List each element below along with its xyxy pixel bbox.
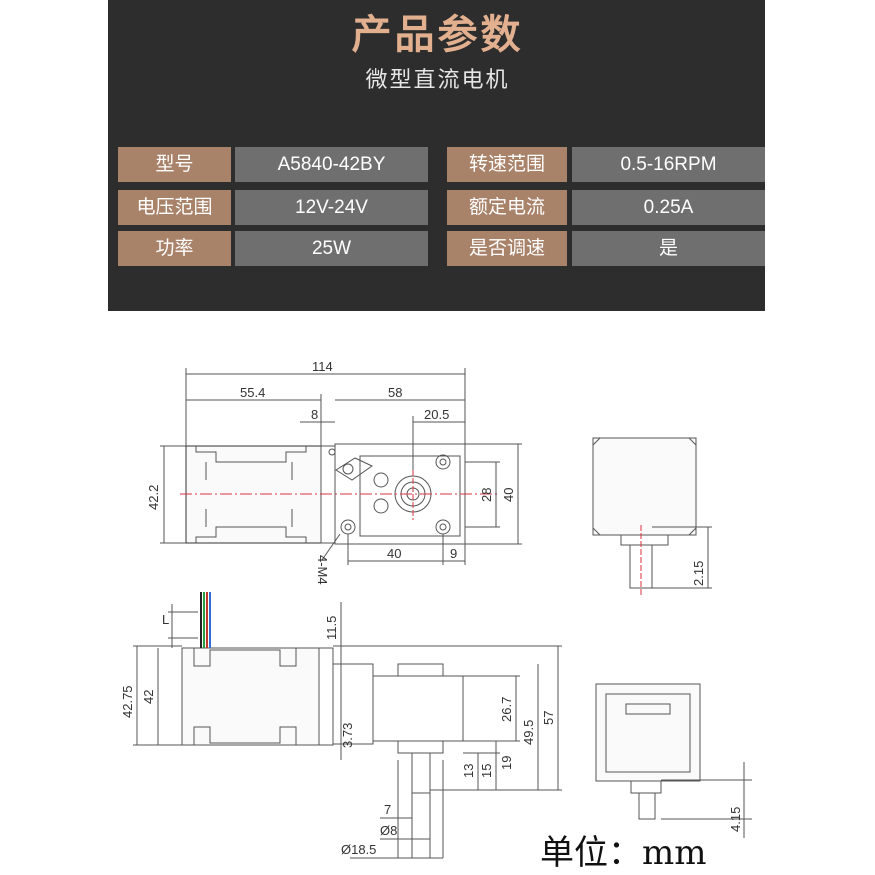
spec-label-adjustable: 是否调速 [447, 231, 567, 266]
dim-shaft-offset: 20.5 [424, 407, 449, 422]
dim-edge: 9 [450, 546, 457, 561]
dim-flange: 8 [311, 407, 318, 422]
page-title: 产品参数 [351, 12, 524, 58]
dim-26-7: 26.7 [499, 697, 514, 722]
dim-hole-horizontal: 40 [387, 546, 401, 561]
spec-label-current: 额定电流 [447, 190, 567, 225]
dim-57: 57 [541, 711, 556, 725]
spec-value-power: 25W [235, 231, 428, 266]
dim-shaft-bottom: 4.15 [728, 807, 743, 832]
dim-shaft-top: 2.15 [691, 561, 706, 586]
spec-value-speed: 0.5-16RPM [572, 147, 765, 182]
dim-49-5: 49.5 [521, 720, 536, 745]
spec-label-power: 功率 [118, 231, 231, 266]
dim-top-gap: 11.5 [324, 616, 339, 640]
dim-diameter-8: Ø8 [380, 823, 397, 838]
dim-box-vertical: 40 [501, 488, 516, 502]
spec-value-adjustable: 是 [572, 231, 765, 266]
dim-13: 13 [461, 764, 476, 778]
dim-19: 19 [499, 756, 514, 770]
dim-gearbox: 58 [388, 385, 402, 400]
dim-42: 42 [141, 690, 156, 704]
end-view-bottom [595, 683, 752, 838]
front-view [133, 592, 562, 859]
dim-total: 114 [312, 359, 333, 374]
lead-label: L [162, 612, 169, 627]
end-view-top [592, 437, 712, 595]
spec-label-speed: 转速范围 [447, 147, 567, 182]
dim-diameter-18-5: Ø18.5 [341, 842, 376, 857]
spec-label-model: 型号 [118, 147, 231, 182]
dim-7: 7 [384, 802, 391, 817]
spec-label-voltage: 电压范围 [118, 190, 231, 225]
spec-value-current: 0.25A [572, 190, 765, 225]
dim-height: 42.2 [146, 485, 161, 510]
dim-3-73: 3.73 [340, 723, 355, 748]
dim-15: 15 [479, 764, 494, 778]
thread-note: 4-M4 [315, 555, 330, 585]
spec-value-model: A5840-42BY [235, 147, 428, 182]
dim-hole-vertical: 28 [479, 488, 494, 502]
unit-note: 单位：mm [540, 833, 707, 873]
dim-42-75: 42.75 [120, 685, 135, 718]
top-view [160, 368, 522, 565]
dim-motor: 55.4 [240, 385, 265, 400]
spec-value-voltage: 12V-24V [235, 190, 428, 225]
page-subtitle: 微型直流电机 [365, 68, 510, 93]
